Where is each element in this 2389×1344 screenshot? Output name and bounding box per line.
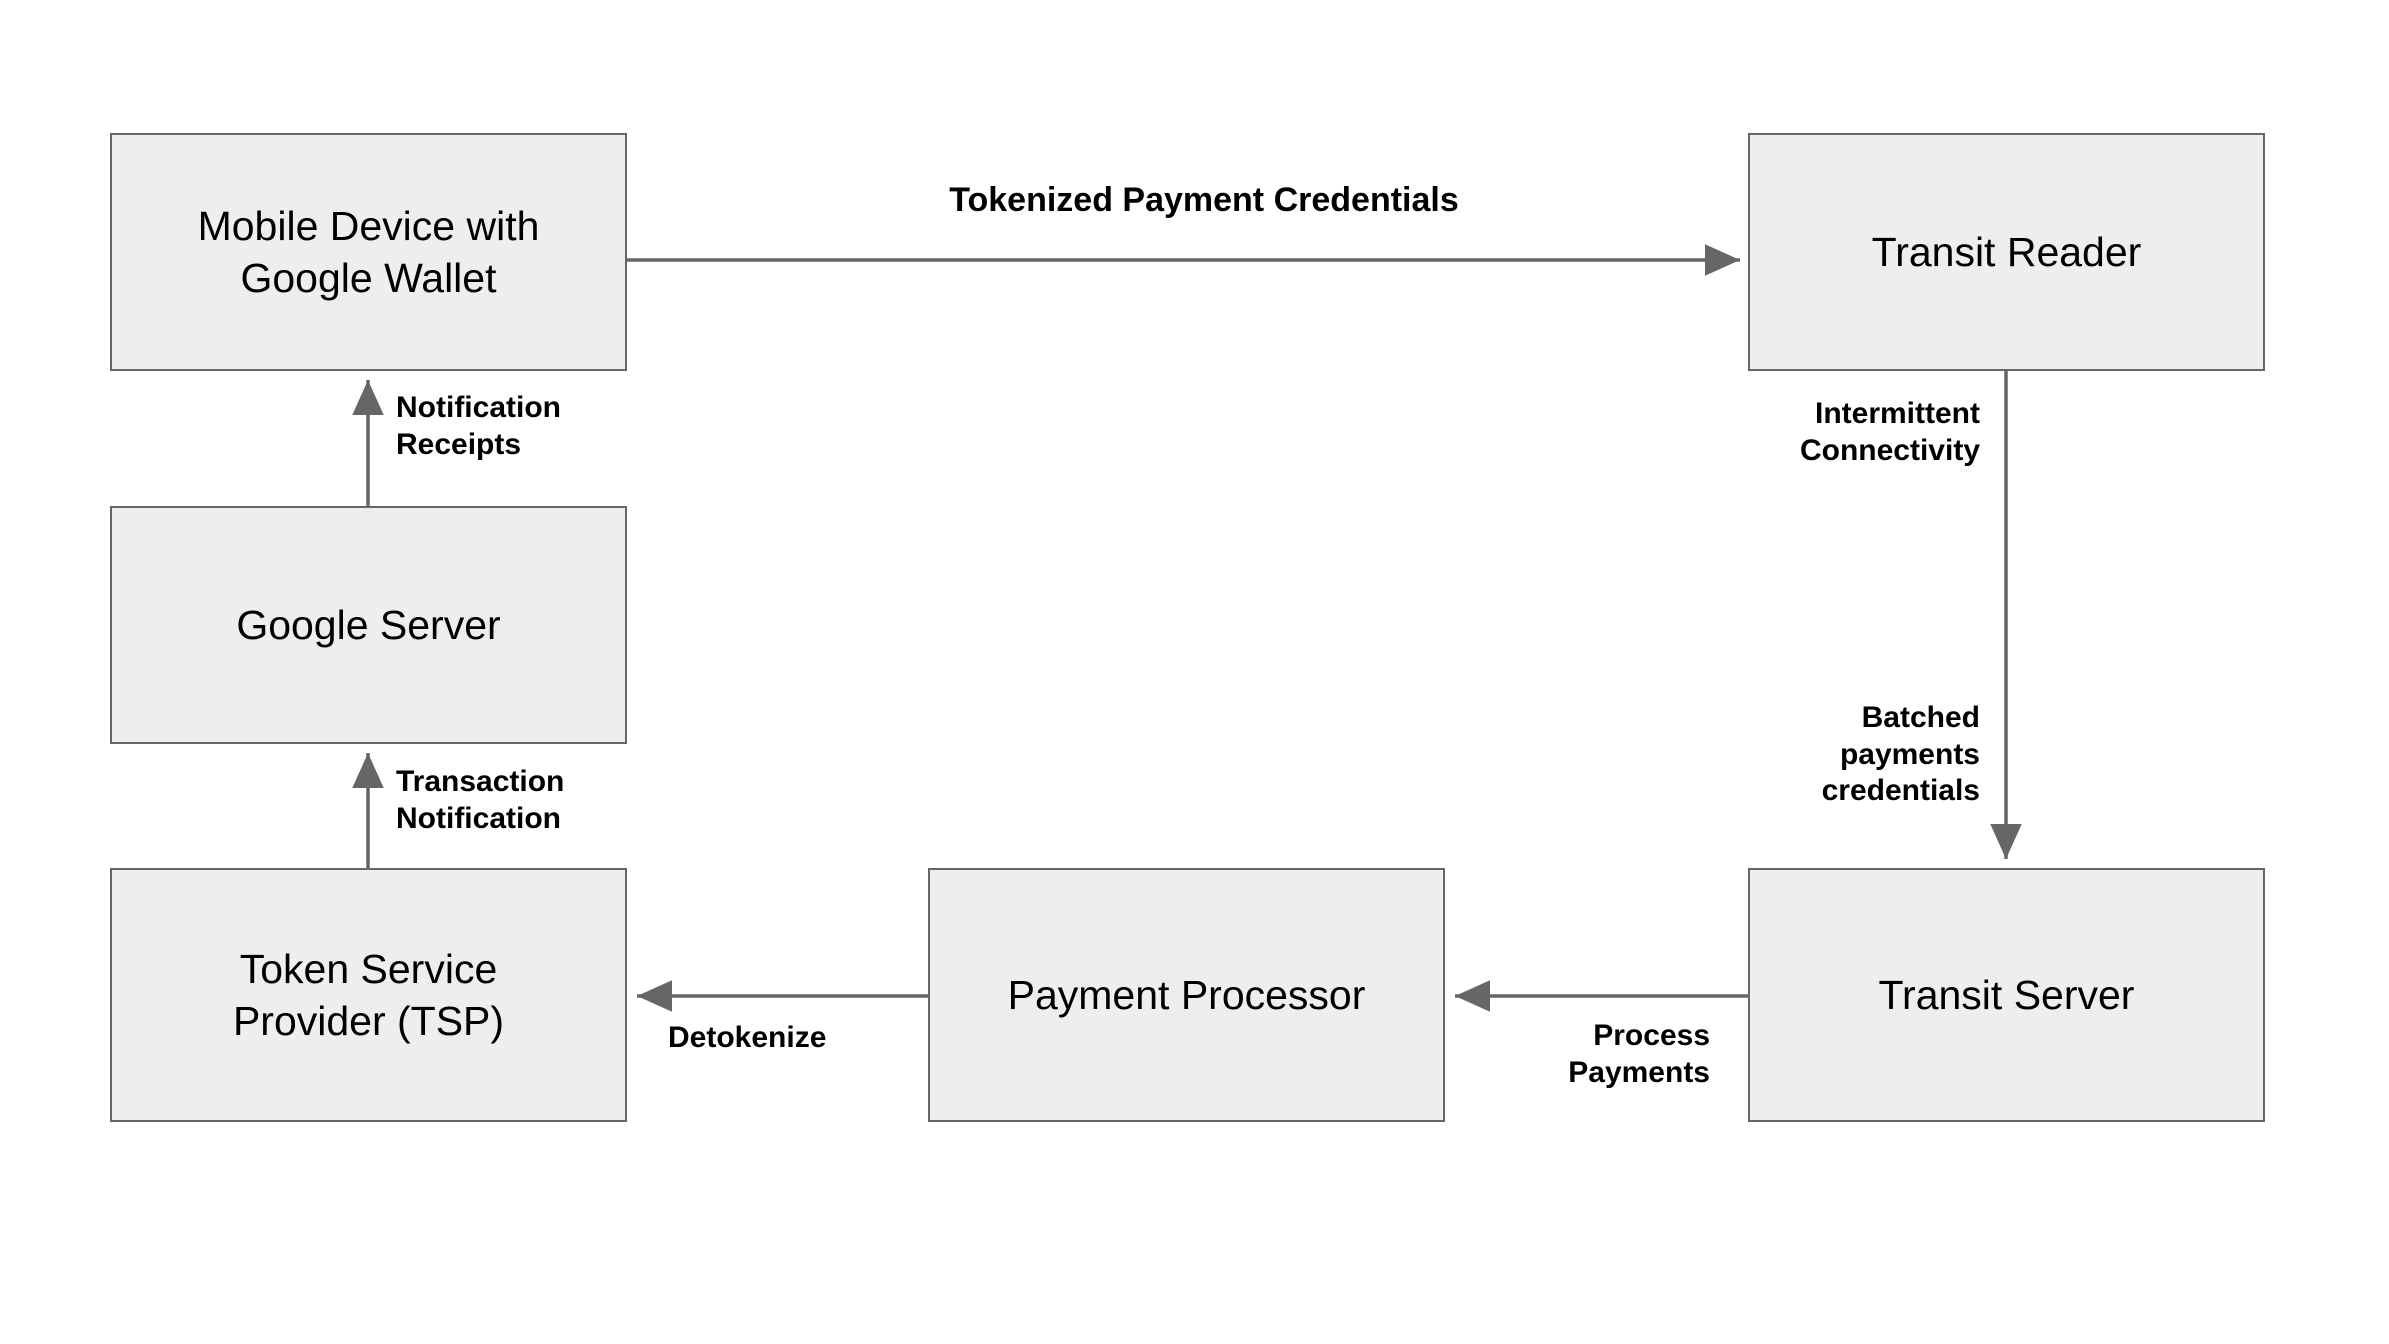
edge-label-batched-payments-credentials: Batched payments credentials [1821,701,1980,808]
node-mobile-device[interactable]: Mobile Device with Google Wallet [110,133,627,371]
node-payment-processor[interactable]: Payment Processor [928,868,1445,1122]
node-transit-reader-label: Transit Reader [1871,228,2142,275]
node-google-server[interactable]: Google Server [110,506,627,744]
node-transit-server-label: Transit Server [1878,971,2135,1018]
edge-label-notification-receipts: Notification Receipts [396,391,561,461]
node-google-server-label: Google Server [236,601,501,648]
node-token-service-provider-label: Token Service Provider (TSP) [232,945,505,1044]
edge-label-transaction-notification: Transaction Notification [396,765,565,835]
edge-label-tokenized-payment-credentials: Tokenized Payment Credentials [949,181,1459,219]
node-token-service-provider[interactable]: Token Service Provider (TSP) [110,868,627,1122]
edge-label-detokenize: Detokenize [668,1021,827,1054]
edge-label-process-payments: Process Payments [1568,1019,1710,1089]
node-transit-reader[interactable]: Transit Reader [1748,133,2265,371]
node-payment-processor-label: Payment Processor [1007,971,1366,1018]
node-mobile-device-label: Mobile Device with Google Wallet [197,202,540,301]
node-transit-server[interactable]: Transit Server [1748,868,2265,1122]
edge-label-intermittent-connectivity: Intermittent Connectivity [1799,397,1980,467]
